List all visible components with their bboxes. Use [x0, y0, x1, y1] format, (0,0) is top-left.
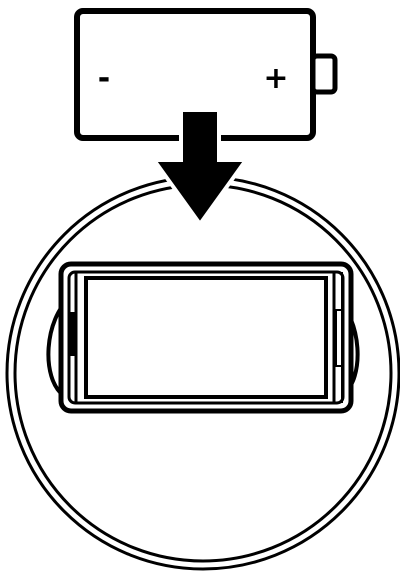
battery-icon: - + [74, 8, 338, 141]
battery-negative-label: - [98, 61, 110, 96]
battery-terminal [310, 53, 338, 95]
battery-positive-label: + [263, 61, 288, 96]
inserted-battery [84, 276, 328, 399]
right-contact-plate [335, 309, 343, 367]
battery-compartment-icon [5, 175, 400, 571]
down-arrow-shape [150, 108, 250, 228]
left-contact-spring [68, 312, 76, 356]
down-arrow-icon [150, 108, 250, 228]
